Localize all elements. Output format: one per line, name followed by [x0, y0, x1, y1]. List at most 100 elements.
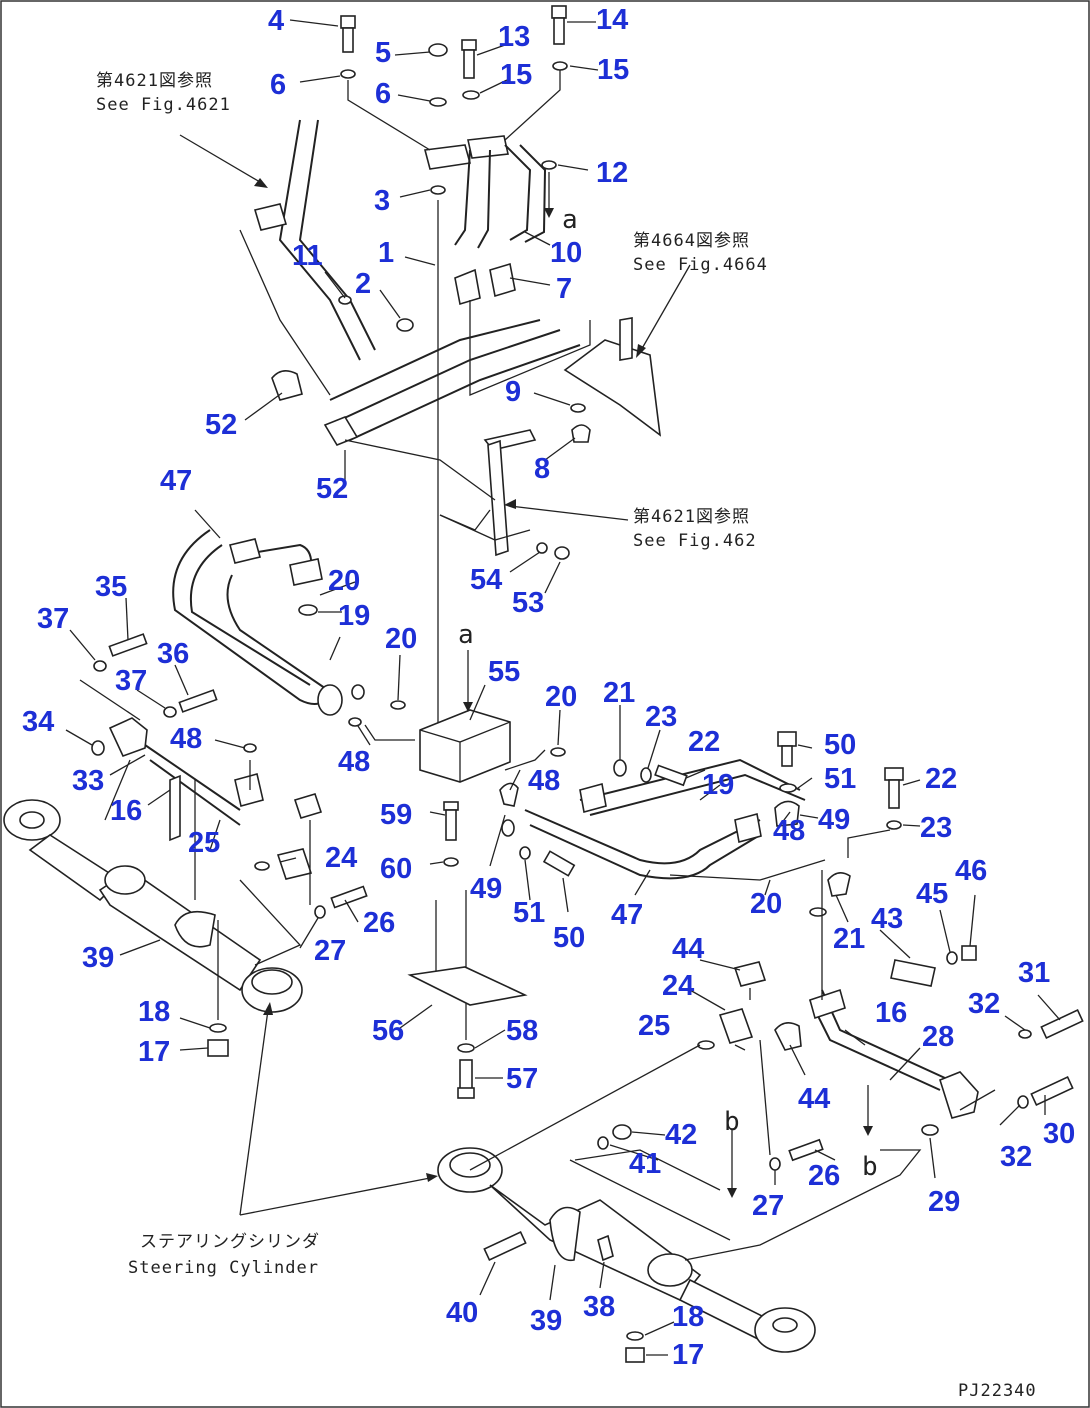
callout-31: 31 [1018, 957, 1050, 989]
callout-57: 57 [506, 1063, 538, 1095]
washer-6b [429, 97, 447, 107]
view-marker-b-right: b [862, 1152, 879, 1182]
clamp-21a [613, 759, 627, 777]
bolt-26a [330, 885, 368, 909]
washer-23a [640, 767, 652, 783]
callout-30: 30 [1043, 1118, 1075, 1150]
clamp-21b [827, 872, 851, 897]
clamp-11 [253, 203, 288, 231]
callout-18b: 18 [672, 1301, 704, 1333]
clamp-24b [718, 1008, 754, 1044]
arrow-head [463, 702, 473, 712]
callout-1: 1 [378, 237, 394, 269]
callout-52a: 52 [205, 409, 237, 441]
callout-37b: 37 [115, 665, 147, 697]
bolt-14 [551, 5, 567, 45]
clip-8 [571, 424, 591, 443]
callout-45: 45 [916, 878, 948, 910]
callout-21b: 21 [833, 923, 865, 955]
ref-note-462-jp: 第4621図参照 [633, 507, 750, 527]
callout-21a: 21 [603, 677, 635, 709]
callout-22a: 22 [688, 726, 720, 758]
cap-5 [428, 43, 448, 57]
callout-19b: 19 [702, 769, 734, 801]
line-art [3, 5, 1084, 1363]
bolt-22a [654, 764, 688, 787]
callout-49a: 49 [818, 804, 850, 836]
callout-51b: 51 [513, 897, 545, 929]
callout-26a: 26 [363, 907, 395, 939]
washer-51b [519, 846, 531, 860]
clip-49b [774, 800, 800, 827]
bolt-30 [1030, 1076, 1074, 1106]
steering-cylinder-label-en: Steering Cylinder [128, 1258, 319, 1278]
oring-20b [390, 700, 406, 710]
callout-49b: 49 [470, 873, 502, 905]
callout-48b: 48 [338, 746, 370, 778]
callout-54: 54 [470, 564, 502, 596]
callout-17b: 17 [672, 1339, 704, 1371]
callout-27b: 27 [752, 1190, 784, 1222]
callout-6a: 6 [270, 69, 286, 101]
callout-48a: 48 [170, 723, 202, 755]
steering-cylinder-label-jp: ステアリングシリンダ [140, 1232, 320, 1252]
callout-10: 10 [550, 237, 582, 269]
callout-13: 13 [498, 21, 530, 53]
callout-51a: 51 [824, 763, 856, 795]
callout-47b: 47 [611, 899, 643, 931]
callout-42: 42 [665, 1119, 697, 1151]
washer-51a [779, 783, 797, 793]
callout-23b: 23 [920, 812, 952, 844]
callout-39a: 39 [82, 942, 114, 974]
view-marker-b-left: b [724, 1107, 741, 1137]
nut-53 [554, 546, 570, 560]
bolt-4 [340, 15, 356, 53]
washer-58 [457, 1043, 475, 1053]
callout-47a: 47 [160, 465, 192, 497]
view-marker-a-top: a [562, 205, 579, 235]
nut-17b [625, 1347, 645, 1363]
washer-9 [570, 403, 586, 413]
callout-20c: 20 [545, 681, 577, 713]
arrow-head [863, 1126, 873, 1136]
plate-56 [407, 966, 528, 1006]
bolt-36 [178, 689, 218, 713]
clamp-7 [454, 268, 481, 306]
ref-note-4664-jp: 第4664図参照 [633, 231, 750, 251]
callout-37a: 37 [37, 603, 69, 635]
callout-39b: 39 [530, 1305, 562, 1337]
callout-25a: 25 [188, 827, 220, 859]
callout-46: 46 [955, 855, 987, 887]
reference-notes: 第4621図参照 See Fig.4621 第4664図参照 See Fig.4… [96, 71, 1037, 1401]
callout-22b: 22 [925, 763, 957, 795]
washer-45 [946, 951, 958, 965]
callout-27a: 27 [314, 935, 346, 967]
washer-6a [340, 69, 356, 79]
callout-50b: 50 [553, 922, 585, 954]
bracket-4664 [563, 339, 662, 437]
callout-6b: 6 [375, 78, 391, 110]
callout-43: 43 [871, 903, 903, 935]
callout-16b: 16 [875, 997, 907, 1029]
clamp-24a [276, 848, 313, 880]
washer-23b [886, 820, 902, 830]
arrow-head [636, 344, 646, 358]
clip-52a [271, 370, 303, 401]
callout-59: 59 [380, 799, 412, 831]
nut-42 [612, 1124, 632, 1140]
callout-3: 3 [374, 185, 390, 217]
flange-top-b [467, 135, 509, 159]
callout-5: 5 [375, 37, 391, 69]
callout-35: 35 [95, 571, 127, 603]
callout-48c: 48 [528, 765, 560, 797]
callout-40: 40 [446, 1297, 478, 1329]
callout-17a: 17 [138, 1036, 170, 1068]
callout-4: 4 [268, 5, 284, 37]
ref-note-4621-jp: 第4621図参照 [96, 71, 213, 91]
washer-27b [769, 1157, 781, 1171]
figure-id: PJ22340 [958, 1381, 1037, 1401]
clip-52b [323, 416, 359, 446]
callout-12: 12 [596, 157, 628, 189]
callout-33: 33 [72, 765, 104, 797]
bracket-43 [890, 959, 936, 987]
